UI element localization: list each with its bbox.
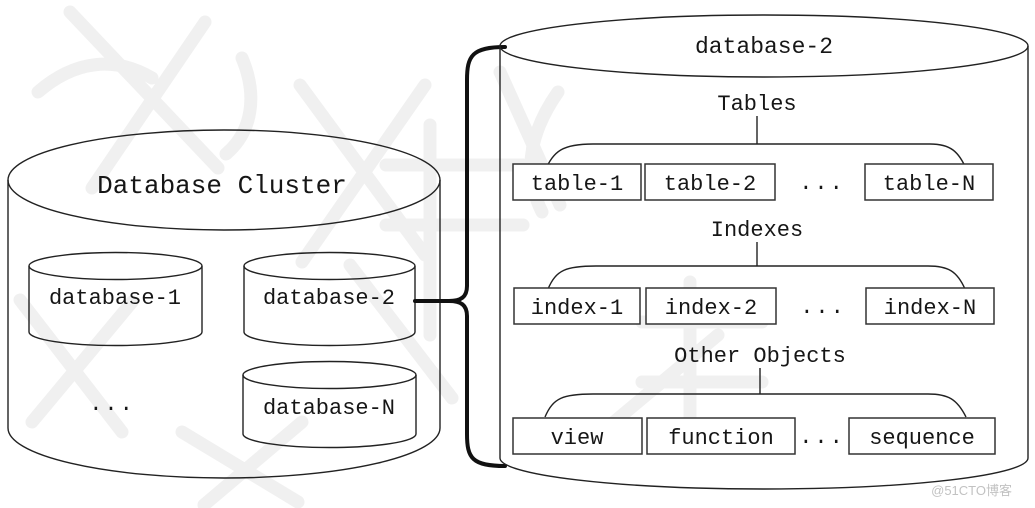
table-1-label: table-1 [531, 172, 623, 197]
index-n-label: index-N [884, 296, 976, 321]
database-1-cylinder: database-1 [28, 251, 203, 347]
cluster-ellipsis: ... [89, 392, 135, 417]
sequence-box: sequence [848, 417, 996, 455]
tables-ellipsis: ... [799, 171, 845, 196]
other-objects-ellipsis: ... [799, 425, 845, 450]
index-n-box: index-N [865, 287, 995, 325]
function-box: function [646, 417, 796, 455]
other-objects-group-brace [544, 393, 967, 418]
tables-section: Tables table-1 table-2 ... table-N [512, 92, 994, 201]
detail-db-title: database-2 [695, 34, 833, 60]
table-2-label: table-2 [664, 172, 756, 197]
table-2-box: table-2 [644, 163, 776, 201]
other-objects-heading: Other Objects [674, 344, 846, 369]
database-n-label: database-N [263, 396, 395, 421]
index-1-box: index-1 [513, 287, 641, 325]
table-n-label: table-N [883, 172, 975, 197]
database-2-detail-cylinder: database-2 [499, 14, 1029, 490]
table-1-box: table-1 [512, 163, 642, 201]
site-watermark-badge: @51CTO博客 [931, 483, 1012, 498]
indexes-group-brace [547, 265, 966, 290]
tables-group-brace [544, 143, 968, 172]
index-2-label: index-2 [665, 296, 757, 321]
database-2-label: database-2 [263, 286, 395, 311]
view-label: view [551, 426, 604, 451]
other-objects-section: Other Objects view function ... sequence [512, 344, 996, 455]
expansion-brace [413, 45, 507, 468]
database-cluster-cylinder: Database Cluster [7, 129, 441, 479]
database-2-cylinder: database-2 [243, 251, 416, 347]
index-2-box: index-2 [645, 287, 777, 325]
table-n-box: table-N [864, 163, 994, 201]
database-n-cylinder: database-N [242, 360, 417, 449]
tables-heading: Tables [717, 92, 796, 117]
function-label: function [668, 426, 774, 451]
indexes-ellipsis: ... [800, 295, 846, 320]
sequence-label: sequence [869, 426, 975, 451]
database-1-label: database-1 [49, 286, 181, 311]
indexes-heading: Indexes [711, 218, 803, 243]
database-cluster-title: Database Cluster [97, 171, 347, 201]
index-1-label: index-1 [531, 296, 623, 321]
indexes-section: Indexes index-1 index-2 ... index-N [513, 218, 995, 325]
view-box: view [512, 417, 643, 455]
